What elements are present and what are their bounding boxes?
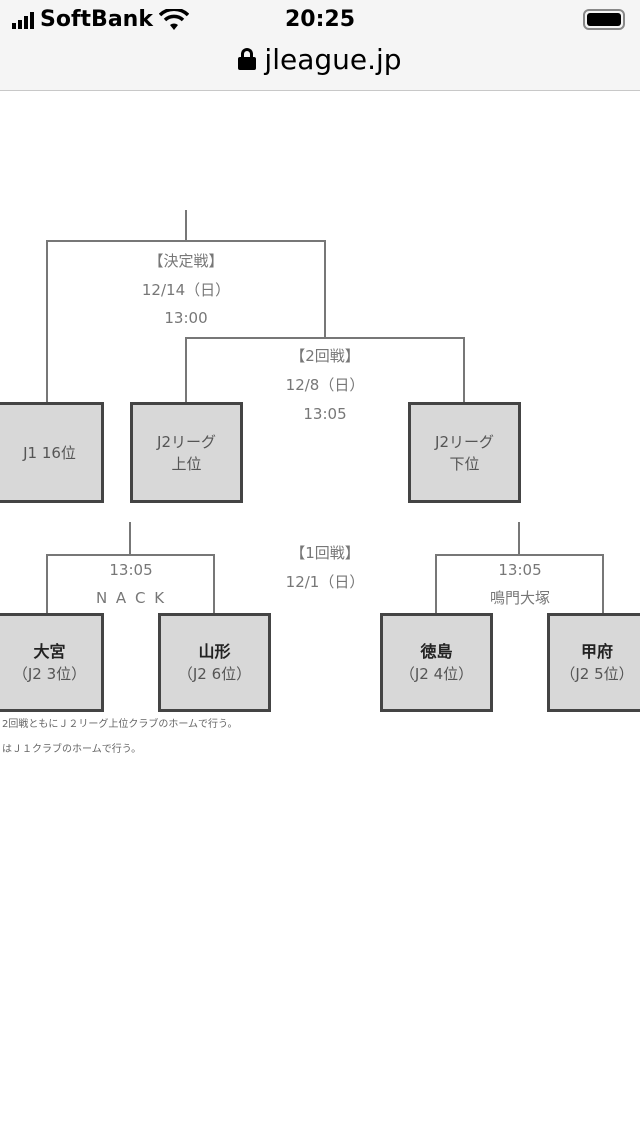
battery-icon (583, 9, 625, 30)
final-title: 【決定戦】 (148, 252, 224, 270)
round1-date: 12/1（日） (285, 573, 365, 591)
final-time: 13:00 (164, 309, 208, 327)
signal-icon (12, 11, 34, 29)
team-box-kofu: 甲府 （J2 5位） (547, 613, 640, 712)
final-date: 12/14（日） (141, 281, 231, 299)
browser-chrome: SoftBank 20:25 jleague.jp (0, 0, 640, 91)
team-box-j2-lower: J2リーグ 下位 (408, 402, 521, 503)
team-line1: J2リーグ (157, 432, 216, 451)
round2-time: 13:05 (303, 405, 347, 423)
right-match-time: 13:05 (498, 561, 542, 579)
team-box-omiya: 大宮 （J2 3位） (0, 613, 104, 712)
team-box-tokushima: 徳島 （J2 4位） (380, 613, 493, 712)
team-box-j1-16th: J1 16位 (0, 402, 104, 503)
team-name: 山形 (198, 641, 231, 661)
team-name: 徳島 (420, 641, 453, 661)
team-line1: J2リーグ (435, 432, 494, 451)
left-match-time: 13:05 (109, 561, 153, 579)
team-box-j2-upper: J2リーグ 上位 (130, 402, 243, 503)
footnote-1: 2回戦ともにＪ２リーグ上位クラブのホームで行う。 (2, 719, 238, 730)
team-name: J1 16位 (23, 443, 76, 462)
team-line2: 上位 (171, 454, 202, 473)
team-name: 甲府 (580, 641, 613, 661)
round2-date: 12/8（日） (285, 376, 365, 394)
status-left: SoftBank (12, 6, 189, 34)
team-name: 大宮 (33, 641, 66, 661)
left-match-venue: N A C K (95, 589, 167, 607)
team-rank: （J2 3位） (12, 664, 87, 683)
team-box-yamagata: 山形 （J2 6位） (158, 613, 271, 712)
lock-icon (238, 48, 257, 70)
team-rank: （J2 6位） (177, 664, 252, 683)
carrier: SoftBank (40, 7, 153, 32)
round1-title: 【1回戦】 (290, 544, 360, 562)
round2-title: 【2回戦】 (290, 347, 360, 365)
address-bar[interactable]: jleague.jp (0, 42, 640, 78)
wifi-icon (158, 9, 189, 30)
right-match-venue: 鳴門大塚 (489, 589, 551, 607)
team-line2: 下位 (449, 454, 480, 473)
url-text: jleague.jp (264, 43, 402, 76)
team-rank: （J2 4位） (399, 664, 474, 683)
team-rank: （J2 5位） (560, 664, 634, 683)
footnote-2: はＪ１クラブのホームで行う。 (2, 744, 142, 755)
clock: 20:25 (285, 7, 356, 32)
